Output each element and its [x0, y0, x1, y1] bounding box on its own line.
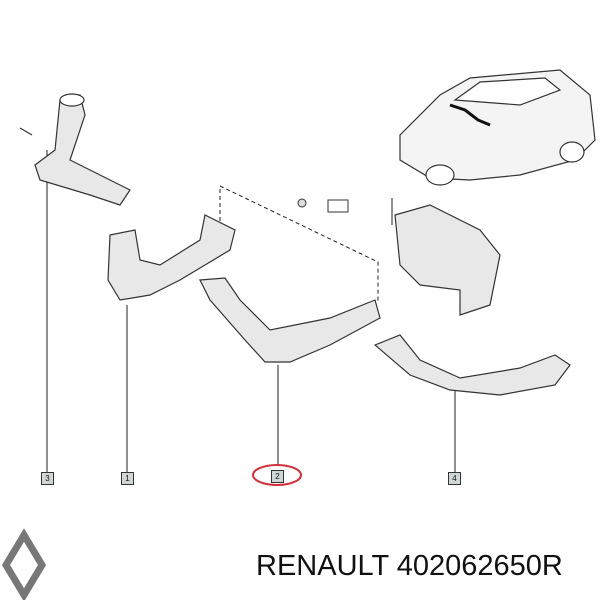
duct-part-2	[199, 277, 381, 363]
part-number: 402062650R	[396, 550, 563, 582]
callout-1[interactable]: 1	[121, 472, 134, 485]
callout-4[interactable]: 4	[448, 472, 461, 485]
highlight-ellipse	[252, 464, 302, 486]
car-illustration	[399, 69, 596, 186]
callout-2[interactable]: 2	[271, 470, 284, 483]
duct-part-4	[373, 204, 571, 396]
callout-3[interactable]: 3	[41, 472, 54, 485]
duct-part-1	[107, 214, 236, 301]
brand-name: RENAULT	[256, 550, 389, 582]
renault-diamond-logo	[1, 528, 47, 600]
clip-parts	[297, 198, 349, 213]
duct-part-3	[19, 93, 131, 206]
part-caption: RENAULT 402062650R	[256, 550, 563, 583]
